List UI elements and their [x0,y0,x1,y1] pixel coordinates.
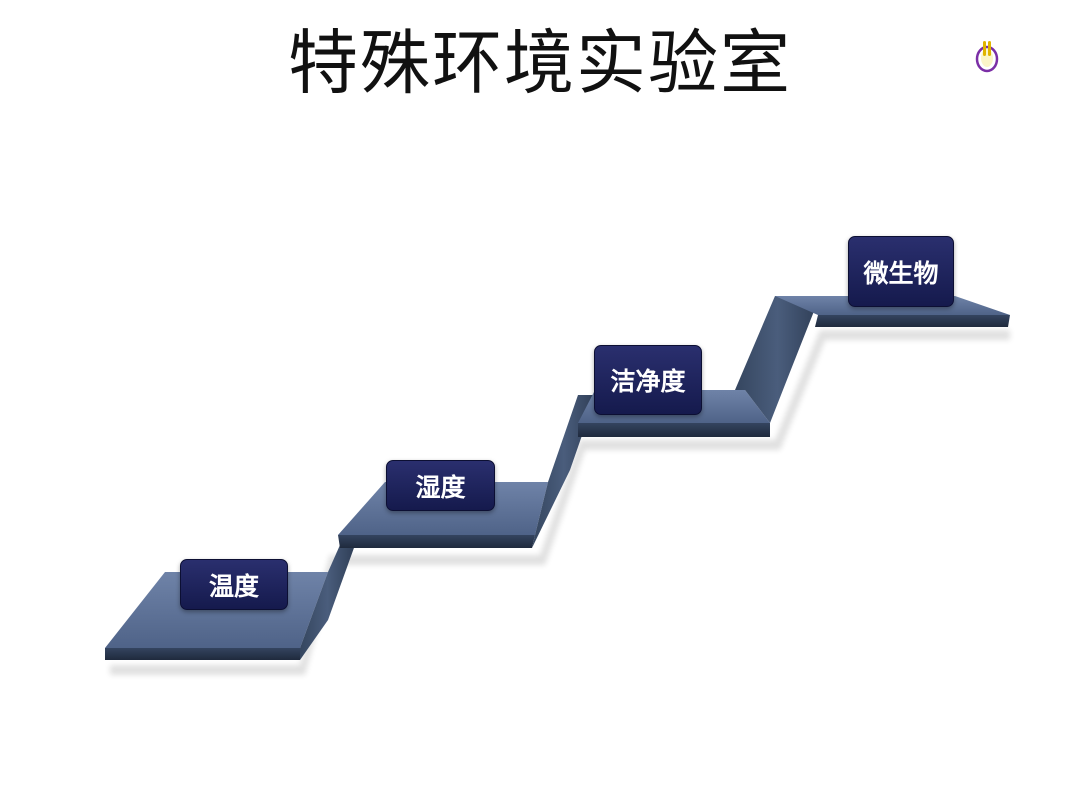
step-label-humidity: 湿度 [386,460,495,511]
stair-riser-1 [300,545,355,660]
slide-title: 特殊环境实验室 [288,22,792,104]
step-label-temperature: 温度 [180,559,288,610]
step-label-cleanliness: 洁净度 [594,345,702,415]
power-icon[interactable] [972,38,1002,74]
step-label-microorganism: 微生物 [848,236,954,307]
stair-riser-3 [735,296,820,423]
